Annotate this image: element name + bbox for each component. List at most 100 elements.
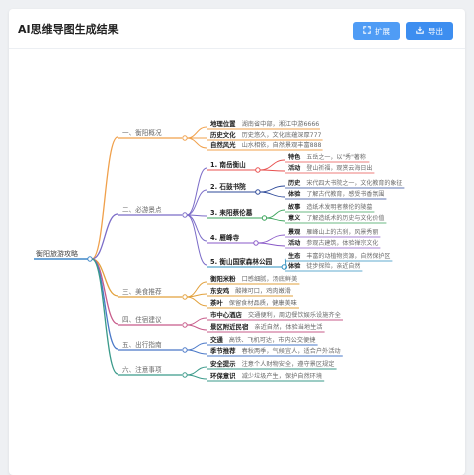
sub-node-label: 5. 衡山国家森林公园 [210, 257, 273, 266]
sub-node-label: 4. 雁峰寺 [210, 233, 240, 242]
connector-line [186, 281, 208, 298]
leaf-value: 湖南省中部，湘江中游6666 [242, 120, 320, 128]
download-icon [416, 26, 424, 36]
detail-label: 故事 [288, 203, 301, 211]
leaf-label: 安全提示 [210, 359, 236, 368]
leaf-label: 茶叶 [209, 298, 223, 307]
connector-line [91, 213, 119, 260]
leaf-value: 减少垃圾产生，保护自然环境 [242, 372, 322, 380]
connector-line [186, 214, 208, 266]
detail-value: 丰富的动植物资源，自然保护区 [306, 252, 390, 260]
export-button[interactable]: 导出 [406, 22, 453, 40]
connector-line [259, 185, 286, 193]
page-title: AI思维导图生成结果 [18, 23, 119, 36]
connector-line [257, 234, 286, 244]
detail-label: 历史 [288, 179, 301, 187]
detail-label: 特色 [288, 153, 301, 161]
leaf-value: 酸辣可口，鸡肉嫩滑 [235, 287, 291, 295]
leaf-value: 口感细腻，汤底鲜美 [242, 275, 298, 283]
node-toggle[interactable] [182, 347, 188, 353]
node-toggle[interactable] [261, 215, 268, 221]
root-node-label: 衡阳旅游攻略 [36, 249, 78, 258]
detail-value: 造纸术发明者蔡伦的陵墓 [306, 203, 372, 211]
leaf-label: 环保意识 [210, 371, 236, 380]
leaf-label: 季节推荐 [209, 346, 236, 355]
connector-line [259, 191, 286, 198]
detail-value: 宋代四大书院之一，文化教育的象征 [306, 179, 402, 187]
connector-line [259, 159, 286, 171]
leaf-value: 注意个人财物安全，遵守景区规定 [242, 360, 335, 368]
expand-button-label: 扩展 [375, 26, 390, 36]
detail-value: 了解古代教育，感受书香氛围 [306, 190, 384, 198]
branch-label: 一、衡阳概况 [122, 128, 162, 137]
connector-line [284, 266, 287, 270]
detail-value: 徒步探险，亲近自然 [306, 262, 360, 270]
node-toggle[interactable] [182, 294, 188, 300]
connector-line [186, 214, 208, 242]
detail-value: 参观古建筑，体验禅宗文化 [306, 239, 378, 247]
expand-button[interactable]: 扩展 [353, 22, 400, 40]
leaf-value: 春秋两季，气候宜人，适合户外活动 [242, 347, 341, 355]
connector-line [186, 342, 208, 351]
leaf-label: 历史文化 [210, 130, 236, 139]
header-divider [9, 48, 465, 49]
export-button-label: 导出 [428, 26, 443, 36]
detail-label: 体验 [288, 262, 301, 270]
leaf-label: 东安鸡 [210, 286, 230, 295]
connector-line [186, 374, 208, 380]
node-toggle[interactable] [255, 189, 261, 195]
connector-line [186, 366, 208, 376]
connector-line [266, 209, 286, 219]
expand-icon [363, 26, 371, 36]
detail-label: 生态 [288, 252, 301, 260]
result-card [9, 9, 465, 475]
branch-label: 六、注意事项 [122, 365, 162, 374]
detail-value: 了解造纸术的历史与文化价值 [306, 214, 384, 222]
connector-line [186, 324, 208, 331]
branch-label: 二、必游景点 [122, 205, 162, 214]
detail-label: 意义 [288, 214, 301, 222]
detail-label: 体验 [288, 190, 301, 198]
connector-line [186, 296, 208, 307]
connector-line [186, 293, 208, 298]
leaf-value: 历史悠久，文化底蕴深厚777 [242, 131, 322, 139]
leaf-value: 交通便利，周边餐饮娱乐设施齐全 [248, 311, 342, 319]
sub-node-label: 1. 南岳衡山 [210, 160, 246, 169]
node-toggle[interactable] [182, 135, 188, 141]
connector-line [91, 258, 119, 375]
node-toggle[interactable] [255, 167, 261, 173]
connector-line [186, 349, 208, 355]
connector-line [186, 167, 208, 216]
connector-line [186, 317, 208, 326]
leaf-label: 交通 [210, 335, 223, 344]
connector-line [186, 189, 208, 216]
detail-value: 雁峰山上的古刹，风景秀丽 [306, 228, 378, 236]
node-toggle[interactable] [182, 372, 188, 378]
leaf-label: 地理位置 [210, 119, 236, 128]
leaf-value: 保留食材品质，健康美味 [229, 299, 297, 307]
connector-line [91, 136, 119, 260]
node-toggle[interactable] [182, 212, 188, 218]
connector-line [266, 217, 286, 222]
leaf-label: 市中心酒店 [210, 310, 243, 319]
connector-line [257, 242, 286, 247]
node-toggle[interactable] [87, 256, 93, 262]
detail-value: 五岳之一，以"秀"著称 [306, 153, 366, 161]
connector-line [186, 137, 208, 149]
detail-label: 景观 [287, 228, 301, 236]
leaf-label: 衡阳米粉 [210, 274, 236, 283]
branch-label: 三、美食推荐 [122, 287, 162, 296]
detail-label: 活动 [288, 239, 300, 247]
node-toggle[interactable] [253, 240, 259, 246]
branch-label: 五、出行指南 [122, 340, 162, 349]
branch-label: 四、住宿建议 [122, 315, 162, 324]
leaf-label: 景区附近民宿 [210, 322, 249, 331]
leaf-value: 山水相依，自然景观丰富888 [242, 141, 322, 149]
connector-line [91, 258, 119, 350]
leaf-value: 高铁、飞机可达，市内公交便捷 [229, 336, 316, 344]
sub-node-label: 3. 耒阳蔡伦墓 [210, 208, 253, 217]
detail-label: 活动 [288, 164, 300, 172]
node-toggle[interactable] [182, 322, 188, 328]
sub-node-label: 2. 石鼓书院 [210, 182, 246, 191]
